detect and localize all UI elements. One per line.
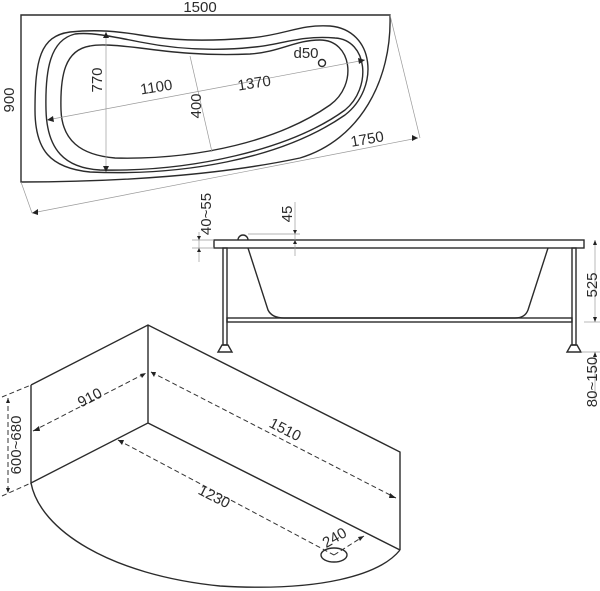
arrow xyxy=(103,32,109,38)
arrow xyxy=(358,58,365,64)
tub-outline xyxy=(20,14,391,183)
diagonal-label: 1750 xyxy=(349,128,385,151)
floor-curve xyxy=(30,482,401,588)
length-left-label: 1100 xyxy=(139,77,174,99)
panel-edges xyxy=(30,324,401,551)
panel-height-label: 600~680 xyxy=(8,416,25,475)
drain-outline xyxy=(320,547,348,563)
foot-left xyxy=(216,344,234,353)
height-label: 525 xyxy=(584,272,600,297)
arrow xyxy=(293,240,297,244)
arrow xyxy=(140,373,146,378)
arrow xyxy=(197,236,201,240)
length-total-label: 1370 xyxy=(236,73,272,95)
basin-width-label: 400 xyxy=(188,93,205,118)
arrow xyxy=(197,248,201,252)
length-dim-line xyxy=(46,59,366,121)
leg-right xyxy=(571,247,577,346)
top-view: 1500 900 770 1100 1370 400 d50 1750 xyxy=(1,0,421,215)
depth-label: 900 xyxy=(1,87,18,112)
width-label: 1500 xyxy=(183,0,216,16)
rim xyxy=(213,239,585,249)
dim-910 xyxy=(32,372,147,432)
cross-bar xyxy=(226,317,573,323)
dim-240 xyxy=(333,535,365,556)
overflow xyxy=(237,234,249,241)
inner-rim xyxy=(45,32,364,171)
drain-label: d50 xyxy=(293,45,318,62)
arrow xyxy=(6,398,10,403)
drain-offset-label: 240 xyxy=(320,524,350,551)
ext-line xyxy=(389,14,421,139)
ext-line xyxy=(1,482,32,497)
leg-height-label: 80~150 xyxy=(584,357,600,407)
arrow xyxy=(593,317,597,322)
arrow xyxy=(32,209,38,215)
rim-step-label: 45 xyxy=(279,206,296,223)
arrow xyxy=(389,493,396,498)
arrow xyxy=(6,488,10,493)
arrow xyxy=(47,116,54,122)
dim-1230 xyxy=(117,439,335,556)
basin xyxy=(60,39,349,159)
arrow xyxy=(593,240,597,245)
dim-1510 xyxy=(150,371,397,499)
leg-left xyxy=(222,247,228,346)
outer-rim xyxy=(34,25,369,174)
arrow xyxy=(358,536,364,541)
arrow xyxy=(293,230,297,234)
arrow xyxy=(412,135,418,141)
arrow xyxy=(593,352,597,357)
arrow xyxy=(33,426,40,431)
drain-hole xyxy=(317,58,327,68)
side-view: 40~55 45 525 80~150 xyxy=(192,193,600,407)
ext-line xyxy=(1,384,32,398)
foot-right xyxy=(565,344,583,353)
basin-profile xyxy=(247,247,549,319)
rim-thickness-label: 40~55 xyxy=(198,193,215,235)
long-side-label: 1510 xyxy=(266,415,303,445)
drain-distance-label: 1230 xyxy=(195,482,232,512)
arrow xyxy=(118,440,124,445)
ext-line xyxy=(20,181,33,214)
width-400-line xyxy=(189,55,213,153)
arrow xyxy=(151,372,156,377)
inner-depth-label: 770 xyxy=(89,67,106,92)
arrow xyxy=(103,166,109,172)
diagonal-dim-line xyxy=(31,137,419,214)
panel-view: 910 1510 1230 240 600~680 xyxy=(1,324,401,588)
